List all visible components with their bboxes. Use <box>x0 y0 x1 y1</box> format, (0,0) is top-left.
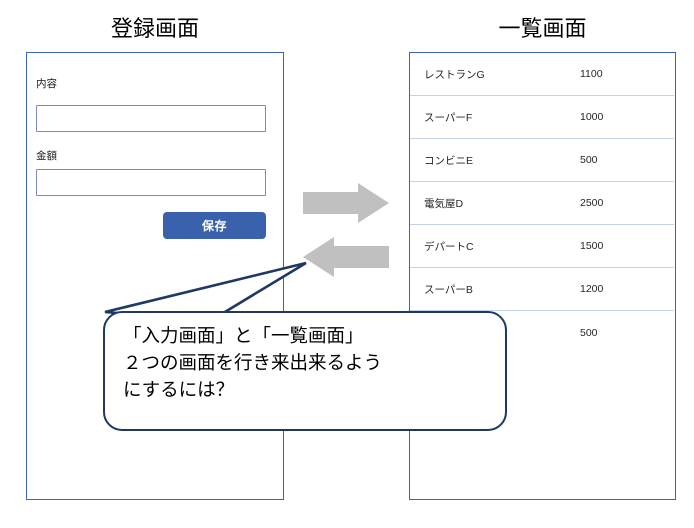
arrow-right-icon <box>303 183 389 223</box>
list-item[interactable]: デパートC 1500 <box>410 225 674 268</box>
list-item-amount: 1200 <box>580 283 604 295</box>
callout-line: 「入力画面」と「一覧画面」 <box>123 325 364 346</box>
list-item-name: スーパーB <box>424 283 473 296</box>
list-item[interactable]: 500 <box>410 311 674 354</box>
list-item-amount: 1500 <box>580 240 604 252</box>
save-button[interactable]: 保存 <box>163 212 266 239</box>
list-item-amount: 500 <box>580 154 598 166</box>
list-item[interactable]: 電気屋D 2500 <box>410 182 674 225</box>
list-item-amount: 1000 <box>580 111 604 123</box>
list-item[interactable]: スーパーB 1200 <box>410 268 674 311</box>
page-title-list: 一覧画面 <box>498 16 587 41</box>
list-item-name: レストランG <box>424 68 485 81</box>
list-item-name: 電気屋D <box>424 197 464 210</box>
callout-line: ２つの画面を行き来出来るよう <box>123 352 383 374</box>
amount-field-label: 金額 <box>36 150 57 162</box>
list-item-name: コンビニE <box>424 154 474 167</box>
list-item-amount: 2500 <box>580 197 604 209</box>
page-title-form: 登録画面 <box>110 16 199 41</box>
list-item-amount: 500 <box>580 326 598 339</box>
list-item[interactable]: スーパーF 1000 <box>410 96 674 139</box>
callout-bubble: 「入力画面」と「一覧画面」 ２つの画面を行き来出来るよう にするには？ <box>103 311 507 431</box>
list-item-name: デパートC <box>424 240 474 253</box>
list-item[interactable]: レストランG 1100 <box>410 53 674 96</box>
callout-line: にするには？ <box>123 379 235 401</box>
list-item-name: スーパーF <box>424 111 473 124</box>
amount-input[interactable] <box>36 169 266 196</box>
arrow-left-icon <box>303 237 389 277</box>
expense-list: レストランG 1100 スーパーF 1000 コンビニE 500 電気屋D 25… <box>410 53 674 354</box>
content-input[interactable] <box>36 105 266 132</box>
list-item[interactable]: コンビニE 500 <box>410 139 674 182</box>
list-item-amount: 1100 <box>580 68 603 80</box>
content-field-label: 内容 <box>36 78 57 90</box>
